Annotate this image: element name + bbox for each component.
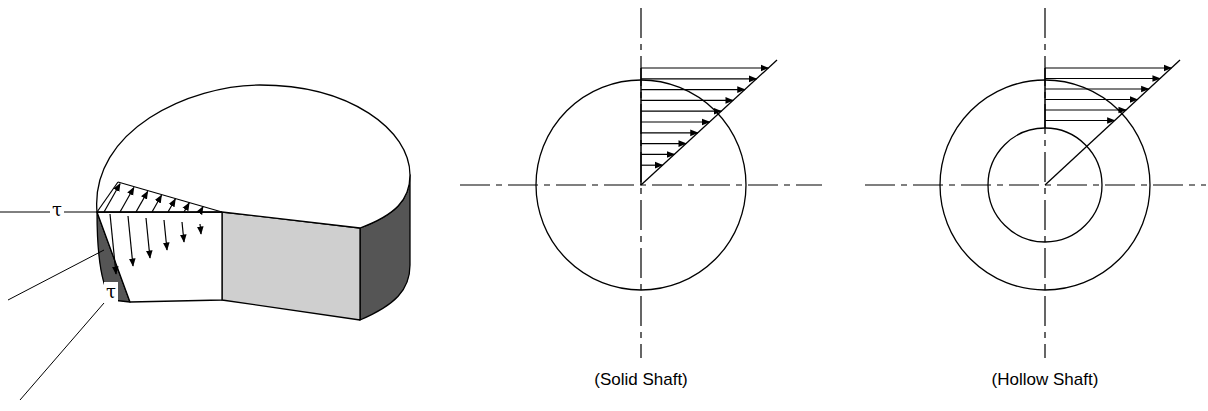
stress-arrow [146, 218, 150, 258]
stress-arrow [182, 222, 184, 242]
stress-arrow [97, 211, 222, 212]
stress-arrow [641, 143, 686, 144]
stress-arrow [200, 224, 201, 234]
stress-arrow [641, 100, 733, 101]
stress-arrow [641, 67, 768, 68]
stress-arrow [97, 182, 118, 212]
stress-arrow [641, 89, 745, 90]
stress-arrow [136, 191, 148, 212]
stress-arrow [164, 220, 167, 250]
stress-arrow [110, 214, 116, 274]
stress-arrow [641, 132, 698, 133]
stress-arrow [200, 207, 203, 212]
stress-arrow [104, 184, 120, 212]
stress-arrow [641, 165, 663, 166]
stress-arrow [641, 121, 710, 122]
figure-caption: (Solid Shaft) [592, 370, 690, 390]
stress-arrow [641, 111, 721, 112]
stress-arrow [118, 182, 222, 212]
stress-arrow [1045, 78, 1160, 79]
stress-symbol: τ [104, 282, 118, 303]
stress-symbol: τ [50, 200, 64, 221]
stress-arrow [152, 195, 162, 212]
stress-arrow [128, 216, 133, 266]
stress-arrow [1045, 88, 1149, 89]
stress-arrow [120, 188, 134, 212]
stress-arrow [1045, 99, 1137, 100]
stress-arrow [184, 203, 189, 212]
stress-arrow [1045, 120, 1115, 121]
stress-arrow [641, 78, 757, 79]
figure-caption: (Hollow Shaft) [990, 370, 1101, 390]
stress-arrow [1045, 109, 1126, 110]
stress-arrow [641, 154, 674, 155]
stress-arrow [1045, 67, 1171, 68]
stress-arrow [168, 199, 175, 212]
